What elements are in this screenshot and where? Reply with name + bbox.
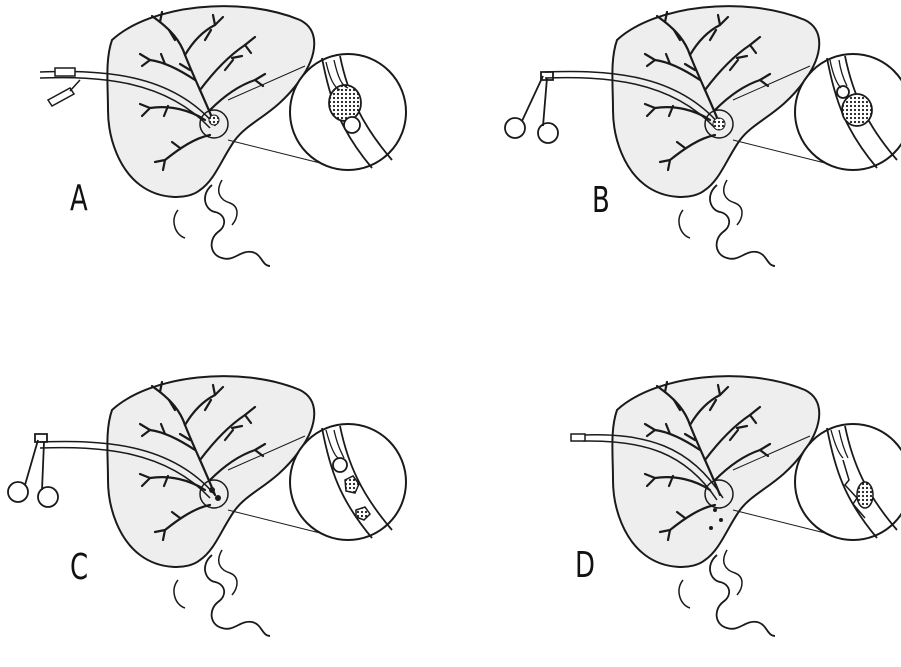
panel-d-illustration [505, 370, 901, 667]
panel-b-illustration [505, 0, 901, 297]
panel-c: C [0, 370, 450, 667]
panel-a-illustration [0, 0, 450, 297]
panel-a: A [0, 0, 450, 297]
panel-label-b: B [592, 180, 610, 221]
stone-fragment-icon [857, 482, 873, 508]
stone-icon [842, 94, 872, 126]
panel-label-a: A [70, 178, 88, 219]
panel-c-illustration [0, 370, 450, 667]
stone-icon [329, 85, 361, 121]
panel-label-d: D [575, 545, 595, 586]
panel-label-c: C [70, 547, 88, 588]
forceps-icon [505, 72, 558, 143]
forceps-icon [8, 434, 58, 507]
panel-d: D [505, 370, 901, 667]
balloon-icon [344, 117, 360, 133]
panel-b: B [505, 0, 901, 297]
catheter-tip-icon [571, 434, 585, 441]
syringe-icon [48, 68, 80, 106]
